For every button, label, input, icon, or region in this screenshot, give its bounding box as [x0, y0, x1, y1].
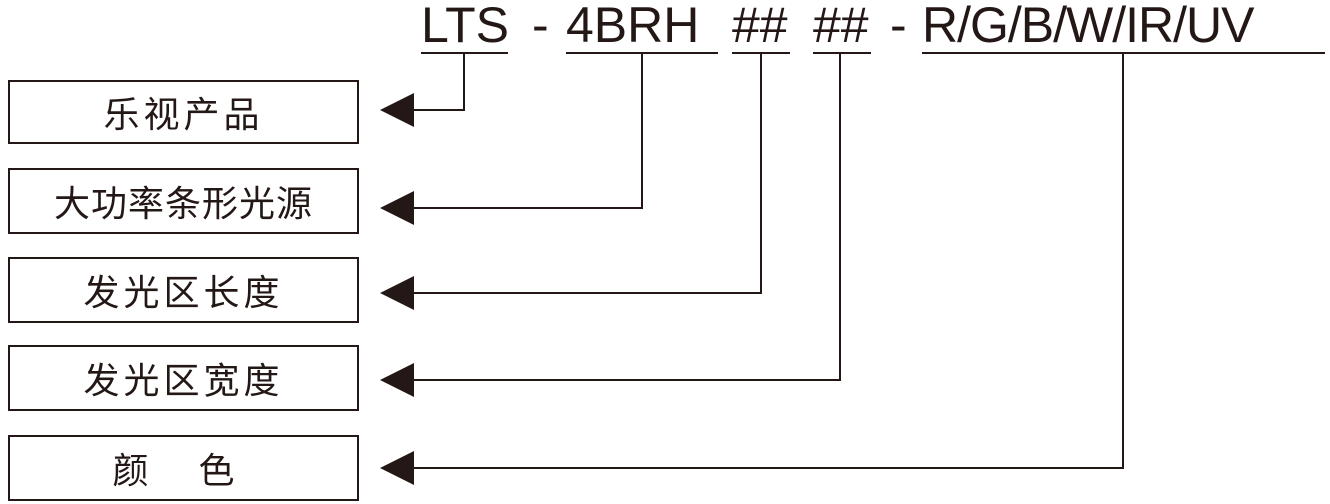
connector-series — [412, 53, 643, 209]
label-light-type: 大功率条形光源 — [8, 168, 359, 234]
arrow-icon — [380, 276, 414, 310]
arrow-icon — [380, 191, 414, 225]
code-width: ## — [813, 0, 871, 54]
arrow-icon — [380, 363, 414, 397]
connector-color — [412, 53, 1124, 469]
code-dash: - — [890, 0, 907, 53]
code-dash: - — [532, 0, 549, 53]
label-emit-length: 发光区长度 — [8, 257, 359, 323]
label-emit-width: 发光区宽度 — [8, 345, 359, 411]
arrow-icon — [380, 451, 414, 485]
label-product: 乐视产品 — [8, 80, 359, 144]
connector-length — [412, 53, 762, 294]
connector-prefix — [412, 53, 465, 111]
arrow-icon — [380, 93, 414, 127]
connector-width — [412, 53, 841, 381]
label-color: 颜 色 — [8, 435, 359, 501]
